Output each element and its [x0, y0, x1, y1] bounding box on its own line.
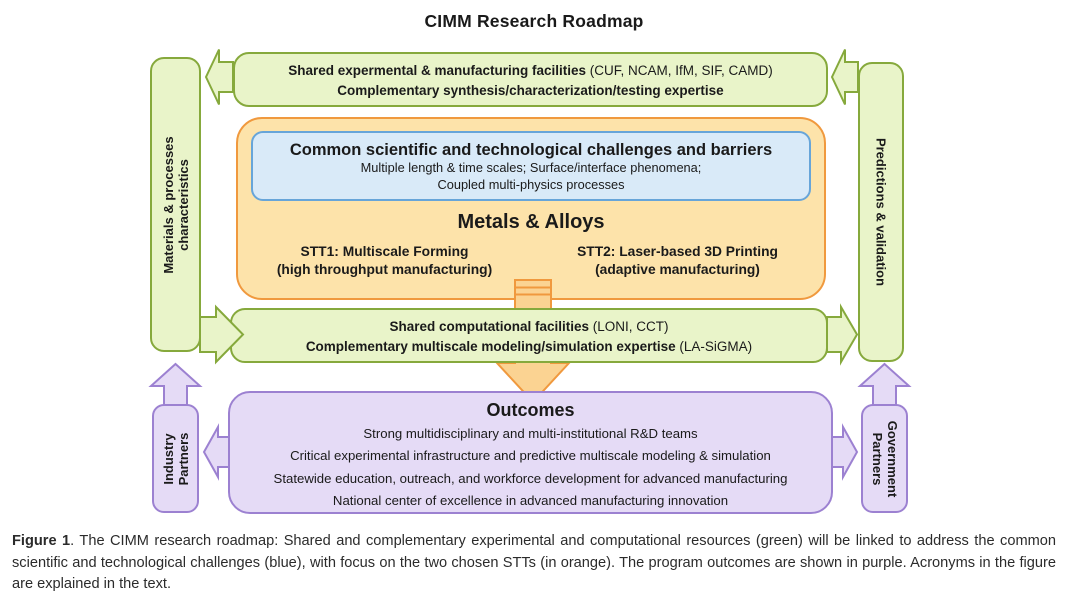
experimental-facilities-line1: Shared expermental & manufacturing facil…: [288, 63, 773, 78]
materials-processes-bar: Materials & processes characteristics: [150, 57, 201, 352]
challenges-line: Multiple length & time scales; Surface/i…: [360, 160, 702, 175]
figure-caption: Figure 1. The CIMM research roadmap: Sha…: [12, 531, 1056, 596]
diagram-title: CIMM Research Roadmap: [424, 11, 644, 31]
computational-facilities-line2: Complementary multiscale modeling/simula…: [305, 339, 753, 354]
arrow-compbox-to-rightbar: [826, 303, 859, 366]
outcomes-item: Statewide education, outreach, and workf…: [273, 470, 788, 486]
stt1-title: STT1: Multiscale Forming: [300, 244, 469, 259]
stt1-block: STT1: Multiscale Forming (high throughpu…: [238, 243, 531, 278]
computational-facilities-line1: Shared computational facilities (LONI, C…: [389, 319, 669, 334]
arrow-topbox-to-leftbar: [204, 49, 234, 105]
predictions-validation-label: Predictions & validation: [873, 137, 889, 287]
challenges-blue-box: Common scientific and technological chal…: [251, 131, 811, 201]
arrow-rightbar-to-topbox: [830, 49, 859, 105]
computational-facilities-box: Shared computational facilities (LONI, C…: [230, 308, 828, 363]
arrow-outcomes-to-government: [831, 423, 859, 481]
outcomes-item: National center of excellence in advance…: [332, 493, 729, 509]
outcomes-heading: Outcomes: [486, 400, 575, 420]
predictions-validation-bar: Predictions & validation: [858, 62, 904, 362]
stt2-title: STT2: Laser-based 3D Printing: [577, 244, 778, 259]
stt-row: STT1: Multiscale Forming (high throughpu…: [238, 243, 824, 278]
outcomes-list: Strong multidisciplinary and multi-insti…: [230, 423, 831, 513]
industry-partners-label: Industry Partners: [160, 432, 191, 485]
outcomes-box: Outcomes Strong multidisciplinary and mu…: [228, 391, 833, 514]
arrow-industry-up: [148, 362, 203, 406]
metals-alloys-heading: Metals & Alloys: [457, 211, 605, 233]
outcomes-item: Critical experimental infrastructure and…: [290, 448, 771, 464]
arrow-outcomes-to-industry: [202, 423, 230, 481]
materials-processes-label: Materials & processes characteristics: [160, 135, 191, 274]
stt2-subtitle: (adaptive manufacturing): [595, 261, 760, 277]
experimental-facilities-line2: Complementary synthesis/characterization…: [337, 83, 724, 98]
stt2-block: STT2: Laser-based 3D Printing (adaptive …: [531, 243, 824, 278]
outcomes-item: Strong multidisciplinary and multi-insti…: [363, 426, 698, 441]
stt-orange-box: Common scientific and technological chal…: [236, 117, 826, 300]
challenges-heading: Common scientific and technological chal…: [289, 141, 773, 159]
experimental-facilities-box: Shared expermental & manufacturing facil…: [233, 52, 828, 107]
government-partners-bar: Government Partners: [861, 404, 908, 513]
arrow-government-up: [857, 362, 912, 406]
industry-partners-bar: Industry Partners: [152, 404, 199, 513]
government-partners-label: Government Partners: [869, 420, 900, 497]
figure-caption-text: . The CIMM research roadmap: Shared and …: [12, 533, 1057, 592]
stt1-subtitle: (high throughput manufacturing): [276, 261, 493, 277]
figure-caption-label: Figure 1: [12, 533, 71, 549]
challenges-line: Coupled multi-physics processes: [437, 176, 625, 192]
